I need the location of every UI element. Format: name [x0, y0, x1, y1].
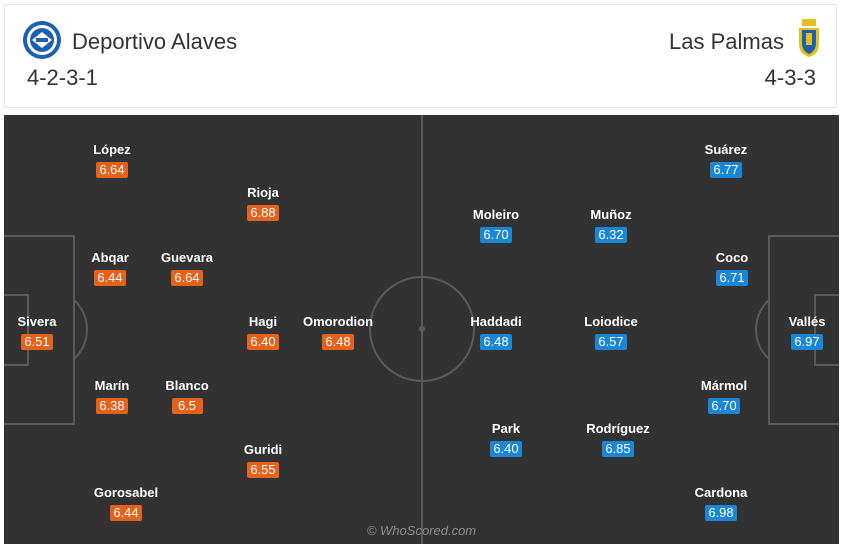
player-name: Moleiro	[472, 207, 520, 222]
away-formation: 4-3-3	[764, 65, 816, 90]
player-rating: 6.51	[21, 334, 53, 350]
home-player[interactable]: Rioja 6.88	[223, 185, 303, 222]
player-name: Rioja	[247, 185, 279, 200]
home-player[interactable]: Guevara 6.64	[147, 250, 227, 287]
pitch-markings	[4, 115, 839, 544]
away-player[interactable]: Muñoz 6.32	[571, 207, 651, 244]
player-rating: 6.40	[490, 441, 522, 457]
player-name: Abqar	[91, 250, 129, 265]
las-palmas-crest-icon	[799, 19, 819, 57]
home-player[interactable]: Guridi 6.55	[223, 442, 303, 479]
home-player[interactable]: Marín 6.38	[72, 378, 152, 415]
player-name: Haddadi	[470, 314, 522, 329]
player-rating: 6.98	[705, 505, 737, 521]
player-name: Cardona	[694, 485, 748, 500]
home-player[interactable]: López 6.64	[72, 142, 152, 179]
player-rating: 6.55	[247, 462, 279, 478]
player-name: Rodríguez	[586, 421, 650, 436]
player-name: Gorosabel	[93, 485, 159, 500]
player-rating: 6.70	[480, 227, 512, 243]
away-player[interactable]: Mármol 6.70	[684, 378, 764, 415]
pitch: López 6.64 Rioja 6.88 Abqar 6.44 Guevara…	[4, 115, 839, 544]
home-player[interactable]: Abqar 6.44	[70, 250, 150, 287]
player-name: Park	[491, 421, 521, 436]
away-player[interactable]: Suárez 6.77	[686, 142, 766, 179]
player-name: Marín	[94, 378, 130, 393]
away-player[interactable]: Park 6.40	[466, 421, 546, 458]
alaves-crest-icon	[23, 21, 61, 59]
player-rating: 6.57	[595, 334, 627, 350]
away-player[interactable]: Rodríguez 6.85	[578, 421, 658, 458]
player-rating: 6.85	[602, 441, 634, 457]
player-name: Vallés	[788, 314, 826, 329]
home-player[interactable]: Gorosabel 6.44	[86, 485, 166, 522]
player-name: Mármol	[700, 378, 748, 393]
whoscored-watermark: © WhoScored.com	[366, 523, 477, 538]
player-rating: 6.97	[791, 334, 823, 350]
player-rating: 6.44	[110, 505, 142, 521]
home-formation: 4-2-3-1	[27, 65, 98, 90]
away-team-name[interactable]: Las Palmas	[669, 29, 784, 54]
player-rating: 6.71	[716, 270, 748, 286]
player-rating: 6.48	[480, 334, 512, 350]
away-player[interactable]: Loiodice 6.57	[571, 314, 651, 351]
lineup-header: Deportivo Alaves 4-2-3-1 Las Palmas 4-3-…	[4, 4, 837, 108]
player-rating: 6.48	[322, 334, 354, 350]
player-name: Coco	[715, 250, 749, 265]
home-player[interactable]: Blanco 6.5	[147, 378, 227, 415]
player-rating: 6.5	[171, 398, 203, 414]
player-name: Guevara	[160, 250, 214, 265]
player-rating: 6.40	[247, 334, 279, 350]
player-name: Muñoz	[590, 207, 632, 222]
away-player[interactable]: Moleiro 6.70	[456, 207, 536, 244]
away-player[interactable]: Coco 6.71	[692, 250, 772, 287]
away-player[interactable]: Haddadi 6.48	[456, 314, 536, 351]
player-name: Hagi	[248, 314, 278, 329]
player-rating: 6.64	[171, 270, 203, 286]
player-rating: 6.38	[96, 398, 128, 414]
player-name: Blanco	[165, 378, 209, 393]
player-rating: 6.88	[247, 205, 279, 221]
player-rating: 6.70	[708, 398, 740, 414]
away-player[interactable]: Vallés 6.97	[767, 314, 839, 351]
player-rating: 6.44	[94, 270, 126, 286]
player-name: Omorodion	[302, 314, 374, 329]
home-player[interactable]: Omorodion 6.48	[298, 314, 378, 351]
player-name: Guridi	[243, 442, 283, 457]
away-player[interactable]: Cardona 6.98	[681, 485, 761, 522]
player-rating: 6.32	[595, 227, 627, 243]
player-rating: 6.77	[710, 162, 742, 178]
player-name: Sivera	[17, 314, 57, 329]
player-rating: 6.64	[96, 162, 128, 178]
player-name: Loiodice	[584, 314, 638, 329]
home-team-name[interactable]: Deportivo Alaves	[72, 29, 238, 54]
player-name: López	[93, 142, 131, 157]
home-player[interactable]: Sivera 6.51	[4, 314, 77, 351]
player-name: Suárez	[704, 142, 748, 157]
home-player[interactable]: Hagi 6.40	[223, 314, 303, 351]
